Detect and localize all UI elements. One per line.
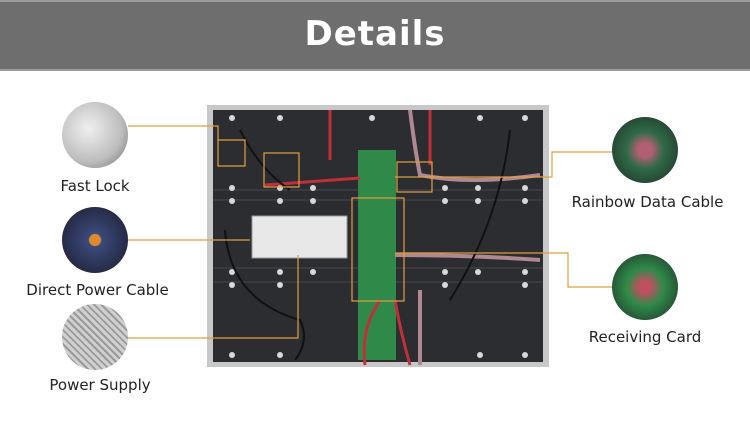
callout-label-direct-power-cable: Direct Power Cable	[26, 281, 169, 299]
rainbow-cables	[394, 109, 541, 365]
callout-label-receiving-card: Receiving Card	[588, 328, 702, 346]
power-cable-photo	[62, 207, 128, 273]
callout-lines	[128, 125, 612, 339]
receiving-card-pcb	[358, 150, 396, 360]
red-cables	[264, 110, 432, 366]
callout-label-power-supply: Power Supply	[49, 376, 151, 394]
power-supply-unit	[251, 215, 348, 259]
power-supply-photo	[62, 304, 128, 370]
screw-dots	[229, 115, 528, 358]
callout-label-rainbow-data-cable: Rainbow Data Cable	[571, 193, 724, 211]
callout-label-fast-lock: Fast Lock	[60, 177, 130, 195]
fast-lock-photo	[62, 102, 128, 168]
data-cable-photo	[612, 117, 678, 183]
receiving-card-photo	[612, 254, 678, 320]
page-title: Details	[304, 14, 446, 54]
header-bar: Details	[0, 0, 750, 71]
